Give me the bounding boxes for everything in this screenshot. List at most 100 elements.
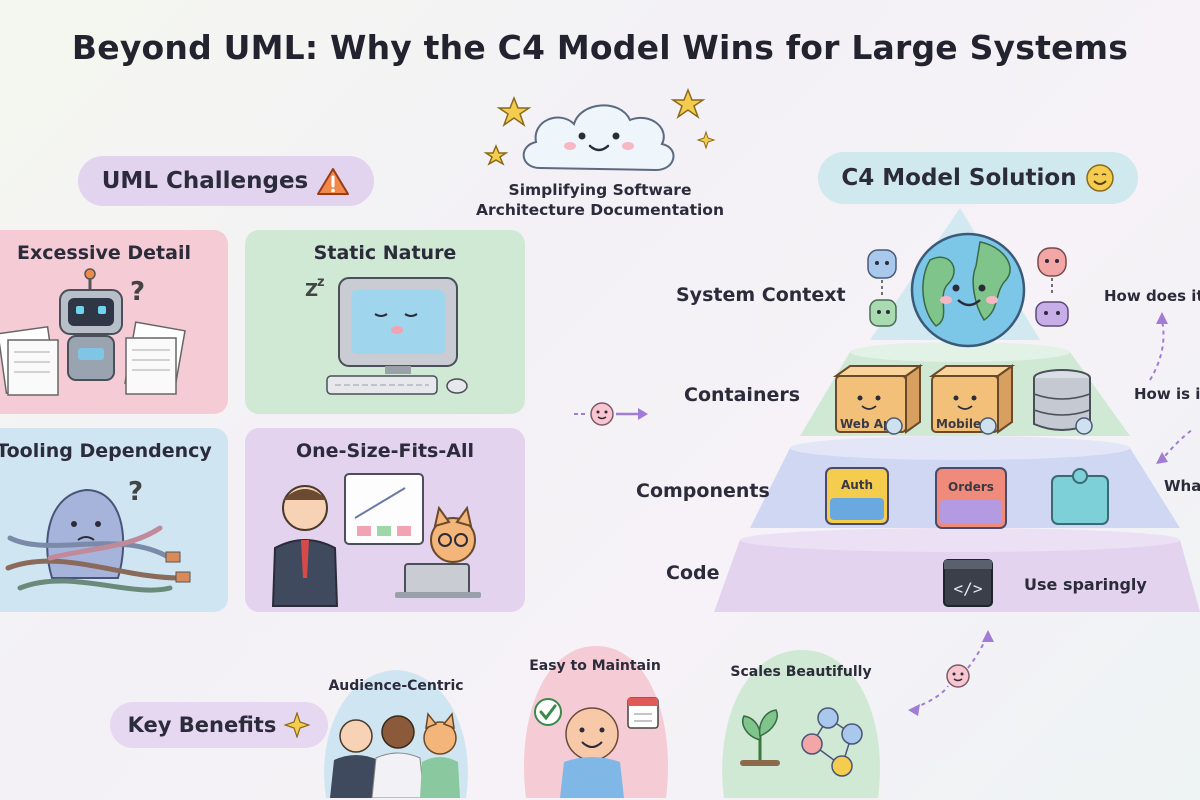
maintain-illustration (523, 646, 669, 798)
database-icon (1033, 369, 1093, 435)
audience-illustration (324, 670, 468, 798)
keyboard-icon (326, 375, 438, 395)
globe-icon (910, 232, 1026, 348)
arrow-up-icon (982, 630, 994, 642)
question-containers: How is it (1134, 384, 1200, 403)
uml-challenges-label: UML Challenges (101, 168, 309, 194)
subtitle-line-1: Simplifying Software (508, 181, 692, 199)
checkmark-icon (534, 698, 562, 726)
sparkle-icon (696, 130, 716, 150)
level-label-code: Code (666, 562, 720, 584)
card-static-nature: Static Nature Z z (245, 230, 525, 414)
component-label: Auth (841, 478, 873, 492)
level-label-components: Components (636, 480, 770, 502)
sleep-z-icon: z (317, 275, 325, 290)
cat-icon (420, 712, 460, 798)
happy-mascot-icon (565, 707, 619, 761)
question-mark-icon: ? (130, 277, 145, 307)
question-text: How does it (1104, 287, 1200, 305)
code-window-icon: </> (943, 559, 993, 607)
sleeping-computer-illustration: Z z (305, 275, 468, 395)
return-arrow (908, 630, 994, 716)
sprout-icon (740, 709, 780, 766)
star-icon (496, 95, 532, 127)
arrow-left-icon (908, 704, 920, 716)
subtitle: Simplifying Software Architecture Docume… (470, 180, 730, 220)
warning-icon (317, 168, 350, 195)
smiley-icon (946, 664, 970, 688)
robot-icon (59, 268, 123, 381)
c4-pyramid-diagram: Web App Mobile Auth Orders </> (714, 208, 1200, 612)
card-title: Excessive Detail (17, 242, 191, 264)
user-mascot-icon (1035, 247, 1069, 327)
businessman-and-cat-illustration (271, 473, 481, 607)
level-label-system-context: System Context (676, 284, 846, 306)
badge-icon (885, 417, 903, 435)
transition-arrow (574, 402, 648, 426)
paper-stack-icon (0, 325, 59, 396)
subtitle-line-2: Architecture Documentation (476, 201, 724, 219)
component-orders: Orders (935, 467, 1007, 529)
smiley-icon (590, 402, 614, 426)
cloud-mascot-illustration (483, 87, 716, 172)
page-title: Beyond UML: Why the C4 Model Wins for La… (71, 28, 1129, 67)
calendar-icon (627, 697, 659, 729)
businessman-icon (271, 485, 339, 607)
arrow-right-icon (638, 408, 648, 420)
person-icon (371, 715, 425, 798)
badge-icon (979, 417, 997, 435)
c4-model-solution-heading: C4 Model Solution (818, 152, 1138, 204)
mouse-icon (446, 378, 468, 394)
plug-icon (165, 551, 181, 563)
network-nodes-icon (801, 707, 863, 777)
robot-with-papers-illustration: ? (0, 268, 186, 396)
sleep-z-icon: Z (305, 280, 318, 301)
benefit-label: Easy to Maintain (529, 658, 661, 674)
card-excessive-detail: Excessive Detail ? (0, 230, 228, 414)
sparkle-icon (284, 712, 311, 738)
c4-model-solution-label: C4 Model Solution (841, 165, 1077, 191)
dashed-arrow (1159, 429, 1193, 463)
component-label: Orders (948, 480, 994, 494)
paper-stack-icon (124, 321, 186, 395)
question-mark-icon: ? (128, 477, 143, 507)
benefit-easy-to-maintain: Easy to Maintain (520, 638, 670, 798)
container-label: Mobile (936, 417, 981, 431)
card-title: Tooling Dependency (0, 440, 212, 462)
tangled-cables-illustration: ? (5, 477, 191, 593)
plug-icon (175, 571, 191, 583)
puzzle-piece-icon (1051, 468, 1109, 525)
cloud-icon (522, 104, 675, 172)
cat-with-laptop-icon (395, 505, 481, 598)
container-box-web-app: Web App (832, 364, 924, 435)
svg-text:</>: </> (954, 579, 983, 598)
code-note: Use sparingly (1024, 575, 1147, 594)
question-components: What (1164, 476, 1200, 495)
uml-challenges-heading: UML Challenges (78, 156, 374, 206)
benefit-label: Audience-Centric (328, 678, 464, 694)
question-text: How is it (1134, 385, 1200, 403)
dashed-arrow (1149, 319, 1165, 381)
key-benefits-heading: Key Benefits (110, 702, 328, 748)
star-icon (483, 144, 509, 166)
benefit-label: Scales Beautifully (730, 664, 872, 680)
question-system-context: How does it (1104, 286, 1200, 305)
question-text: What (1164, 477, 1200, 495)
cable-icon (5, 525, 183, 593)
benefit-scales-beautifully: Scales Beautifully (716, 640, 886, 798)
user-mascot-icon (867, 249, 897, 327)
smiling-face-icon (1085, 164, 1114, 192)
card-title: Static Nature (313, 242, 457, 264)
container-box-mobile: Mobile (928, 364, 1016, 435)
card-tooling-dependency: Tooling Dependency ? (0, 428, 228, 612)
presentation-board-icon (344, 473, 424, 545)
person-icon (330, 719, 382, 798)
component-auth: Auth (825, 467, 889, 525)
card-one-size-fits-all: One-Size-Fits-All (245, 428, 525, 612)
key-benefits-label: Key Benefits (127, 713, 277, 737)
scaling-illustration (722, 650, 880, 798)
star-icon (670, 87, 706, 119)
benefit-audience-centric: Audience-Centric (316, 652, 476, 798)
level-label-containers: Containers (684, 384, 801, 406)
computer-monitor-icon (338, 277, 458, 374)
